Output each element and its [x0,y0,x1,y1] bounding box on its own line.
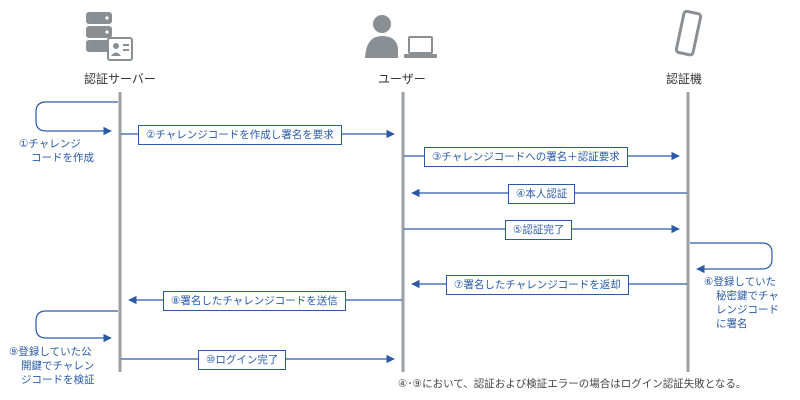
note-9-line: ジコードを検証 [21,374,95,386]
note-9-line: 開鍵でチャレン [21,360,95,372]
message-3-label: ③チャレンジコードへの署名＋認証要求 [424,147,628,167]
person-with-laptop-icon [365,15,437,58]
self-loop-9-arrow [35,310,118,343]
note-1-line: ①チャレンジ [19,138,81,150]
note-6: ⑥登録していた 秘密鍵でチャ レンジコード に署名 [704,275,779,331]
message-4-label: ④本人認証 [508,184,576,204]
note-9-line: ⑨登録していた公 [9,346,92,358]
server-with-id-card-icon [86,12,133,61]
message-5-label: ⑤認証完了 [505,220,573,240]
user-label: ユーザー [378,72,426,86]
note-9: ⑨登録していた公 開鍵でチャレン ジコードを検証 [9,345,95,387]
authenticator-label: 認証機 [666,72,703,86]
footnote: ④･⑨において、認証および検証エラーの場合はログイン認証失敗となる。 [398,378,747,390]
note-6-line: レンジコード [716,304,779,316]
note-6-line: ⑥登録していた [704,276,777,288]
note-1: ①チャレンジ コードを作成 [19,137,94,165]
self-loop-1-arrow [35,101,118,136]
note-6-line: 秘密鍵でチャ [716,290,779,302]
smartphone-icon [674,9,703,57]
note-1-line: コードを作成 [31,152,94,164]
note-6-line: に署名 [716,318,748,330]
message-7-label: ⑦署名したチャレンジコードを返却 [446,275,629,295]
server-label: 認証サーバー [84,72,156,86]
self-loop-6-arrow [690,242,773,274]
message-8-label: ⑧署名したチャレンジコードを送信 [163,291,346,311]
message-2-label: ②チャレンジコードを作成し署名を要求 [138,125,342,145]
message-10-label: ⑩ログイン完了 [198,350,287,370]
